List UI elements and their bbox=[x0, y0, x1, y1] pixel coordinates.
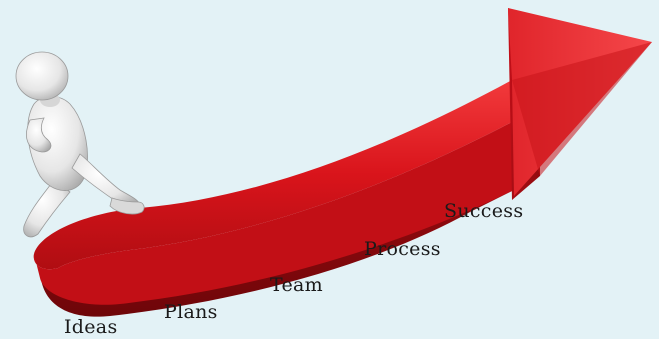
stage-label-success: Success bbox=[444, 200, 524, 222]
stage-label-ideas: Ideas bbox=[64, 316, 118, 338]
rising-arrow-icon bbox=[33, 8, 652, 317]
stage-label-process: Process bbox=[364, 238, 441, 260]
stage-label-plans: Plans bbox=[164, 301, 218, 323]
walking-person-icon bbox=[15, 51, 145, 238]
stage-label-team: Team bbox=[270, 274, 323, 296]
